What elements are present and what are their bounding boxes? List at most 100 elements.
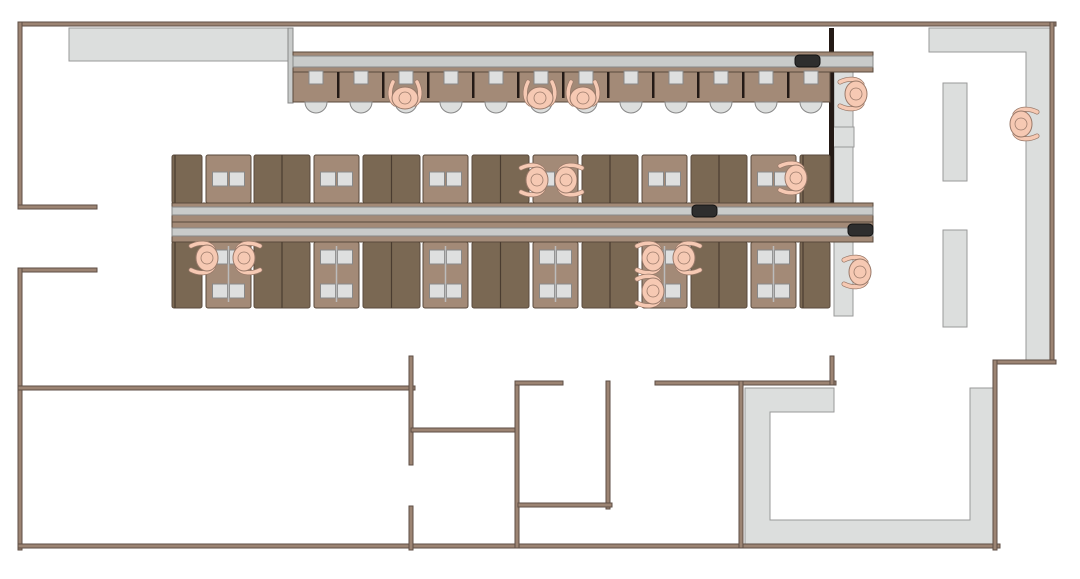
wall (17, 21, 23, 210)
desk-divider (337, 72, 340, 98)
desk-divider (742, 72, 745, 98)
person-head (533, 91, 547, 105)
person-topview-icon (634, 273, 665, 309)
wall (17, 385, 416, 391)
desk-light (313, 154, 360, 204)
person-topview-icon (837, 76, 868, 112)
wall (17, 21, 1057, 27)
desk-light (205, 154, 252, 204)
wall (992, 359, 1057, 365)
person-head (646, 251, 660, 265)
person-topview-icon (387, 79, 423, 110)
monitor-icon (488, 70, 504, 85)
monitor-icon (320, 283, 336, 299)
person-topview-icon (188, 240, 219, 276)
monitor-icon (713, 70, 729, 85)
monitor-icon (668, 70, 684, 85)
monitor-icon (320, 171, 336, 187)
stool-icon (664, 101, 688, 114)
person-head (1014, 117, 1028, 131)
desk-light (641, 154, 688, 204)
wall (654, 380, 837, 386)
desk-divider (607, 72, 610, 98)
monitor-icon (774, 283, 790, 299)
monitor-icon (353, 70, 369, 85)
stool-icon (754, 101, 778, 114)
person-topview-icon (522, 79, 558, 110)
monitor-icon (398, 70, 414, 85)
person-head (237, 251, 251, 265)
monitor-icon (446, 249, 462, 265)
u-shaped-counter (744, 387, 996, 546)
monitor-icon (308, 70, 324, 85)
wall (410, 427, 520, 433)
monitor-icon (320, 249, 336, 265)
desk-dark (799, 241, 831, 309)
monitor-icon (443, 70, 459, 85)
monitor-icon (648, 171, 664, 187)
wall (514, 380, 520, 549)
monitor-icon (429, 283, 445, 299)
rail-stripe (171, 206, 874, 216)
monitor-icon (429, 171, 445, 187)
dark-partition (829, 28, 834, 205)
wall (605, 380, 611, 510)
monitor-icon (337, 171, 353, 187)
person-topview-icon (232, 240, 263, 276)
stool-icon (709, 101, 733, 114)
person-topview-icon (518, 162, 549, 198)
person-head (200, 251, 214, 265)
person-head (398, 91, 412, 105)
wall (517, 502, 613, 508)
monitor-icon (337, 283, 353, 299)
stool-icon (799, 101, 823, 114)
wall (992, 359, 998, 551)
stool-icon (484, 101, 508, 114)
monitor-icon (623, 70, 639, 85)
monitor-icon (539, 283, 555, 299)
person-topview-icon (554, 162, 585, 198)
table-right-upper (942, 82, 968, 182)
table-right-lower (942, 229, 968, 328)
desk-divider (517, 72, 520, 98)
monitor-icon (556, 249, 572, 265)
stool-icon (349, 101, 373, 114)
person-head (530, 173, 544, 187)
wall (17, 267, 23, 551)
monitor-icon (556, 283, 572, 299)
person-head (677, 251, 691, 265)
person-topview-icon (672, 240, 703, 276)
person-head (849, 87, 863, 101)
desk-light (422, 154, 469, 204)
desk-divider (427, 72, 430, 98)
desk-dark (171, 154, 203, 204)
person-head (853, 265, 867, 279)
monitor-icon (757, 171, 773, 187)
desk-divider (472, 72, 475, 98)
monitor-icon (212, 171, 228, 187)
desk-divider (652, 72, 655, 98)
rail-stripe (171, 227, 874, 237)
person-head (576, 91, 590, 105)
monitor-icon (539, 249, 555, 265)
monitor-icon (758, 70, 774, 85)
person-topview-icon (1009, 106, 1040, 142)
wall (829, 355, 835, 386)
person-head (559, 173, 573, 187)
monitor-icon (774, 249, 790, 265)
counter-top-left (68, 27, 291, 62)
person-topview-icon (777, 160, 808, 196)
monitor-icon (446, 171, 462, 187)
monitor-icon (665, 283, 681, 299)
person-topview-icon (841, 254, 872, 290)
monitor-icon (229, 171, 245, 187)
stool-icon (304, 101, 328, 114)
monitor-icon (533, 70, 549, 85)
monitor-icon (429, 249, 445, 265)
monitor-icon (803, 70, 819, 85)
wall (1049, 21, 1055, 365)
person-head (646, 284, 660, 298)
desk-divider (562, 72, 565, 98)
wall (17, 204, 98, 210)
person-topview-icon (565, 79, 601, 110)
